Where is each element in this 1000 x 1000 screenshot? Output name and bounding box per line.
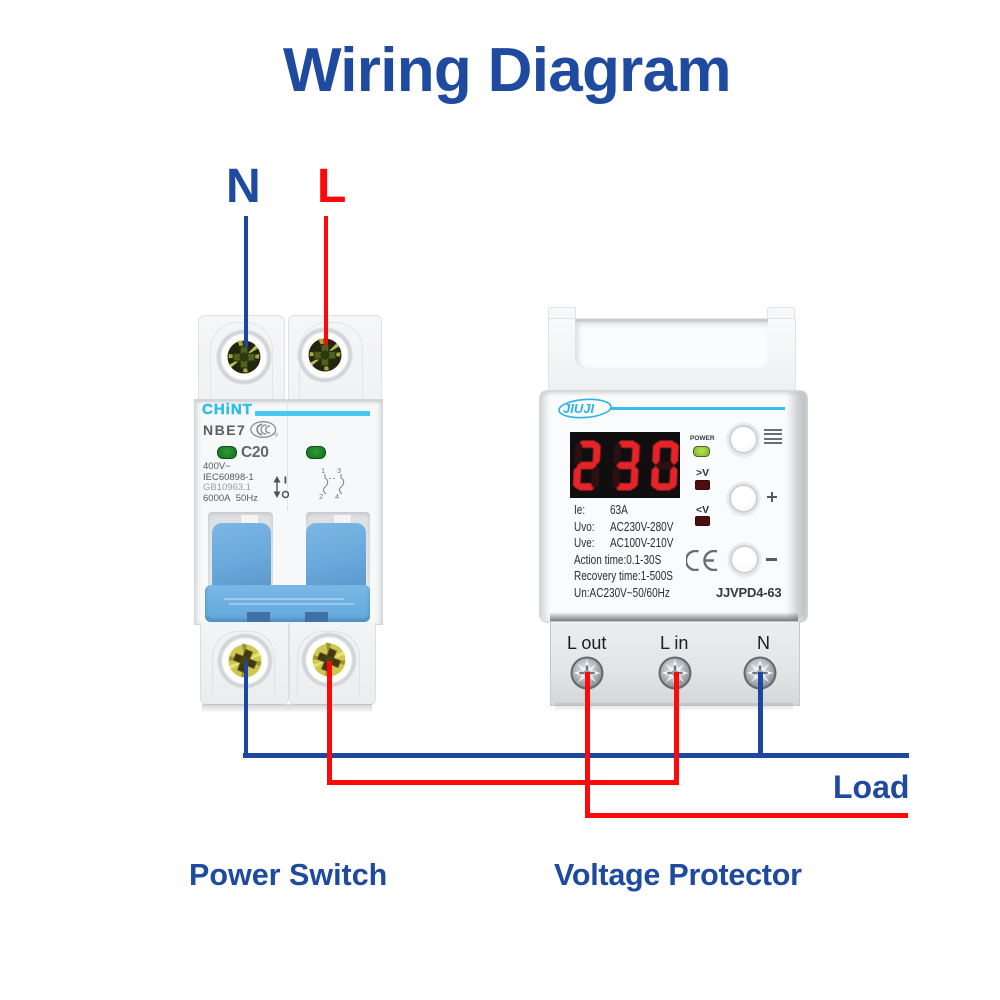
svg-text:3: 3 [337, 466, 341, 475]
svg-text:2: 2 [319, 492, 323, 501]
svg-text:JIUJI: JIUJI [563, 401, 594, 416]
svg-text:4: 4 [335, 492, 339, 501]
svg-text:1: 1 [321, 466, 325, 475]
